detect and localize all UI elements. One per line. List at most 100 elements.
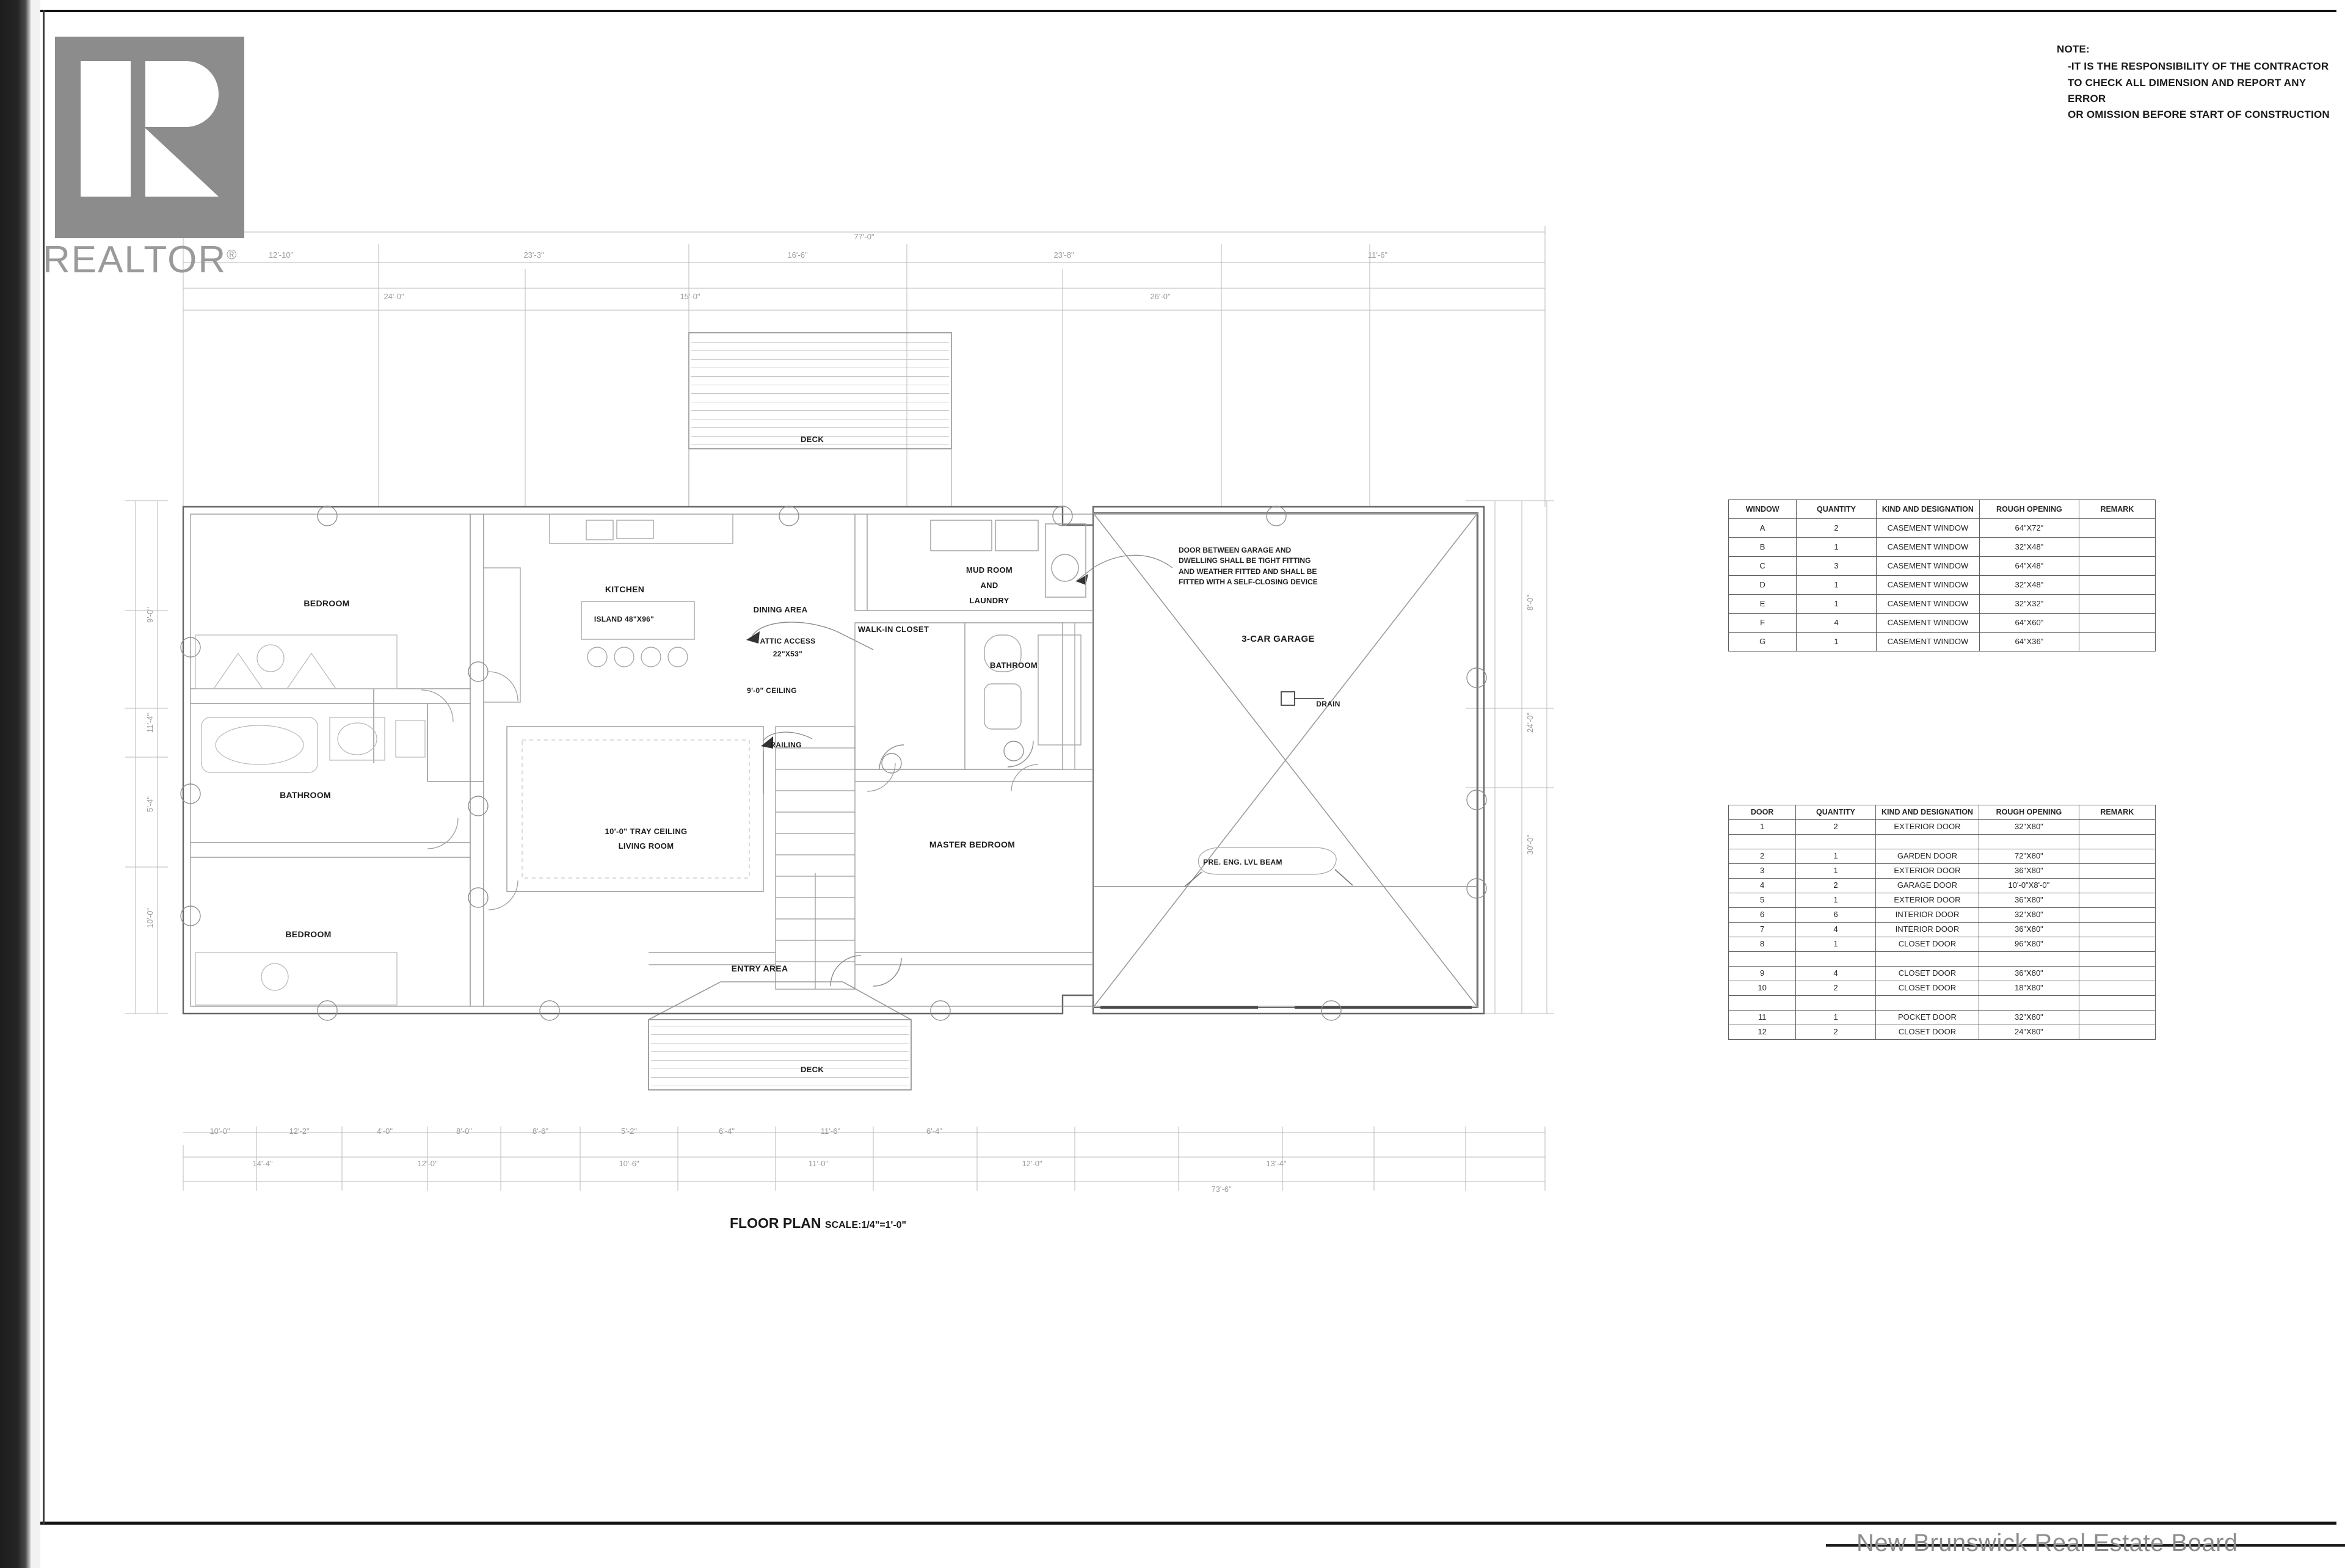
dim-bot-row1-2: 4'-0"	[377, 1127, 393, 1136]
dim-bot-row1-6: 6'-4"	[719, 1127, 735, 1136]
room-label-deck: DECK	[800, 435, 824, 444]
door-quantity: 1	[1795, 849, 1876, 864]
scan-edge-shadow	[0, 0, 32, 1568]
dim-left-3: 10'-0"	[145, 907, 155, 928]
table-spacer-cell	[1875, 995, 1980, 1011]
window-mark: F	[1728, 613, 1797, 633]
door-kind: GARDEN DOOR	[1875, 849, 1980, 864]
table-spacer-cell	[1979, 834, 2079, 849]
lvl-beam-note: PRE. ENG. LVL BEAM	[1203, 858, 1282, 866]
door-quantity: 4	[1795, 922, 1876, 937]
door-remark	[2078, 907, 2156, 923]
window-opening: 32"X48"	[1979, 537, 2079, 557]
window-remark	[2078, 518, 2156, 538]
window-mark: D	[1728, 575, 1797, 595]
drawing-title-block: FLOOR PLAN SCALE:1/4"=1'-0"	[730, 1215, 906, 1232]
table-spacer-cell	[1728, 995, 1797, 1011]
room-label-mud-room-laundry-2: AND	[980, 581, 998, 590]
dim-bot-row2-5: 13'-4"	[1266, 1159, 1287, 1168]
window-quantity: 1	[1796, 575, 1877, 595]
table-spacer-cell	[1979, 995, 2079, 1011]
dim-left-2: 5'-4"	[145, 796, 155, 812]
room-label-living-room: LIVING ROOM	[618, 841, 674, 851]
door-opening: 36"X80"	[1979, 922, 2079, 937]
col-header-quantity: QUANTITY	[1796, 499, 1877, 519]
dim-top-row1-0: 12'-10"	[268, 250, 294, 260]
door-mark: 6	[1728, 907, 1797, 923]
sheet-border-left	[43, 10, 45, 1524]
door-remark	[2078, 937, 2156, 952]
door-opening: 36"X80"	[1979, 863, 2079, 879]
door-kind: POCKET DOOR	[1875, 1010, 1980, 1025]
dim-left-1: 11'-4"	[145, 713, 155, 733]
door-quantity: 2	[1795, 1025, 1876, 1040]
garage-note-line: FITTED WITH A SELF-CLOSING DEVICE	[1179, 578, 1318, 587]
door-mark: 2	[1728, 849, 1797, 864]
drawing-scale: SCALE:1/4"=1'-0"	[824, 1220, 907, 1230]
table-spacer-cell	[2078, 951, 2156, 967]
window-mark: A	[1728, 518, 1797, 538]
door-kind: EXTERIOR DOOR	[1875, 863, 1980, 879]
sheet-border-bottom	[40, 1522, 2336, 1525]
general-note-block: NOTE: -IT IS THE RESPONSIBILITY OF THE C…	[2057, 42, 2345, 123]
dim-bot-row1-5: 5'-2"	[621, 1127, 637, 1136]
window-mark: C	[1728, 556, 1797, 576]
door-kind: EXTERIOR DOOR	[1875, 819, 1980, 835]
table-spacer-row	[1728, 995, 2156, 1011]
table-spacer-cell	[1979, 951, 2079, 967]
window-remark	[2078, 537, 2156, 557]
board-watermark: New Brunswick Real Estate Board	[1856, 1530, 2238, 1556]
dim-bot-overall: 73'-6"	[1211, 1185, 1232, 1194]
door-mark: 1	[1728, 819, 1797, 835]
door-opening: 18"X80"	[1979, 981, 2079, 996]
door-remark	[2078, 878, 2156, 893]
realtor-watermark: REALTOR®	[43, 37, 269, 293]
door-mark: 7	[1728, 922, 1797, 937]
window-quantity: 1	[1796, 537, 1877, 557]
realtor-wordmark-text: REALTOR	[43, 239, 227, 281]
window-quantity: 2	[1796, 518, 1877, 538]
dim-bot-row1-0: 10'-0"	[209, 1127, 230, 1136]
room-label-dining-area: DINING AREA	[753, 605, 808, 614]
garage-door-note: DOOR BETWEEN GARAGE AND DWELLING SHALL B…	[1179, 545, 1318, 588]
door-mark: 4	[1728, 878, 1797, 893]
door-mark: 11	[1728, 1010, 1797, 1025]
table-header-row: DOOR QUANTITY KIND AND DESIGNATION ROUGH…	[1728, 805, 2156, 820]
door-kind: INTERIOR DOOR	[1875, 907, 1980, 923]
table-spacer-row	[1728, 951, 2156, 967]
window-mark: E	[1728, 594, 1797, 614]
door-mark: 8	[1728, 937, 1797, 952]
attic-access-size: 22"X53"	[773, 650, 803, 658]
garage-note-line: DWELLING SHALL BE TIGHT FITTING	[1179, 556, 1311, 565]
door-kind: CLOSET DOOR	[1875, 981, 1980, 996]
table-spacer-row	[1728, 834, 2156, 849]
dim-bot-row1-7: 11'-6"	[820, 1127, 841, 1136]
door-opening: 36"X80"	[1979, 893, 2079, 908]
room-label-deck: DECK	[800, 1065, 824, 1074]
door-remark	[2078, 893, 2156, 908]
door-kind: EXTERIOR DOOR	[1875, 893, 1980, 908]
door-remark	[2078, 819, 2156, 835]
railing-note: RAILING	[770, 741, 802, 749]
col-header-kind: KIND AND DESIGNATION	[1875, 499, 1980, 519]
attic-access-note: ATTIC ACCESS	[760, 637, 816, 645]
dim-right-2: 30'-0"	[1525, 834, 1535, 855]
garage-note-line: DOOR BETWEEN GARAGE AND	[1179, 546, 1292, 554]
room-label-living-room-ceiling: 10'-0" TRAY CEILING	[605, 827, 688, 836]
room-label-bedroom: BEDROOM	[285, 929, 332, 939]
col-header-door: DOOR	[1728, 805, 1797, 820]
table-spacer-cell	[1795, 995, 1876, 1011]
window-quantity: 4	[1796, 613, 1877, 633]
door-quantity: 1	[1795, 1010, 1876, 1025]
